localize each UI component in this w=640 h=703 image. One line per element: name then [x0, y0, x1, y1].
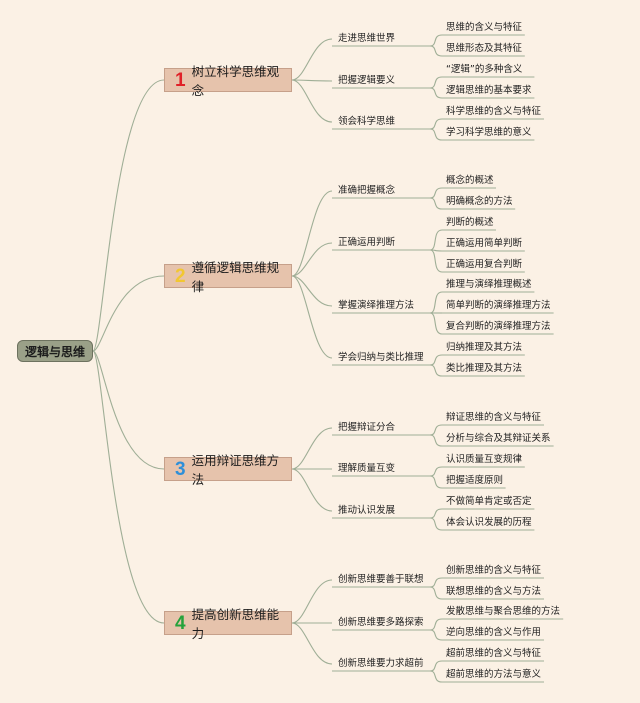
- leaf-topic: 超前思维的方法与意义: [446, 669, 542, 680]
- subtopic: 准确把握概念: [338, 185, 396, 196]
- connector: [429, 508, 443, 519]
- subtopic: 走进思维世界: [338, 33, 396, 44]
- connector: [429, 354, 443, 366]
- connector: [429, 466, 443, 477]
- connector: [429, 197, 443, 210]
- connector: [291, 38, 333, 81]
- leaf-topic: 复合判断的演绎推理方法: [446, 321, 551, 332]
- leaf-topic: 概念的概述: [446, 175, 494, 186]
- branch-label: 运用辩证思维方法: [191, 453, 280, 487]
- connector: [429, 629, 443, 641]
- connector: [429, 517, 443, 531]
- subtopic: 把握逻辑要义: [338, 75, 396, 86]
- connector: [291, 275, 333, 307]
- connector: [92, 350, 165, 470]
- leaf-topic: 把握适度原则: [446, 475, 504, 486]
- connector: [291, 79, 333, 123]
- subtopic: 掌握演绎推理方法: [338, 300, 415, 311]
- subtopic: 创新思维要力求超前: [338, 658, 424, 669]
- subtopic: 学会归纳与类比推理: [338, 352, 424, 363]
- leaf-topic: 判断的概述: [446, 217, 494, 228]
- leaf-topic: 逆向思维的含义与作用: [446, 627, 542, 638]
- leaf-topic: 明确概念的方法: [446, 196, 513, 207]
- connector: [92, 350, 165, 624]
- subtopic: 领会科学思维: [338, 116, 396, 127]
- connector: [429, 424, 443, 436]
- connector: [429, 586, 443, 600]
- connector: [429, 128, 443, 141]
- leaf-topic: 科学思维的含义与特征: [446, 106, 542, 117]
- subtopic: 把握辩证分合: [338, 422, 396, 433]
- subtopic: 正确运用判断: [338, 237, 396, 248]
- branch-label: 提高创新思维能力: [191, 607, 280, 641]
- connector: [429, 76, 443, 89]
- connector: [291, 622, 333, 665]
- connector: [429, 577, 443, 588]
- connector: [429, 187, 443, 199]
- branch-label: 遵循逻辑思维规律: [191, 260, 280, 294]
- connector: [429, 660, 443, 672]
- branch-number: 4: [175, 612, 186, 634]
- connector: [291, 427, 333, 470]
- connector: [429, 434, 443, 447]
- connector: [429, 45, 443, 57]
- leaf-topic: “逻辑”的多种含义: [446, 64, 523, 75]
- leaf-topic: 学习科学思维的意义: [446, 127, 532, 138]
- connector: [429, 249, 443, 273]
- connector: [429, 475, 443, 489]
- branch-number: 2: [175, 265, 186, 287]
- connector: [429, 618, 443, 631]
- leaf-topic: 不做简单肯定或否定: [446, 496, 532, 507]
- subtopic: 创新思维要多路探索: [338, 617, 424, 628]
- leaf-topic: 正确运用复合判断: [446, 259, 523, 270]
- connector: [291, 190, 333, 277]
- branch-label: 树立科学思维观念: [191, 64, 280, 98]
- connector: [429, 87, 443, 99]
- connector: [291, 79, 333, 82]
- connector: [291, 275, 333, 359]
- leaf-topic: 辩证思维的含义与特征: [446, 412, 542, 423]
- leaf-topic: 联想思维的含义与方法: [446, 586, 542, 597]
- leaf-topic: 体会认识发展的历程: [446, 517, 532, 528]
- root-label: 逻辑与思维: [24, 344, 85, 359]
- root-node: 逻辑与思维: [17, 340, 93, 362]
- branch-number: 1: [175, 69, 186, 91]
- branch-number: 3: [175, 458, 186, 480]
- leaf-topic: 思维的含义与特征: [446, 22, 523, 33]
- leaf-topic: 推理与演绎推理概述: [446, 279, 532, 290]
- connector: [92, 79, 165, 352]
- leaf-topic: 简单判断的演绎推理方法: [446, 300, 551, 311]
- leaf-topic: 认识质量互变规律: [446, 454, 523, 465]
- leaf-topic: 思维形态及其特征: [446, 43, 523, 54]
- connector: [429, 118, 443, 130]
- leaf-topic: 逻辑思维的基本要求: [446, 85, 532, 96]
- connector: [429, 670, 443, 683]
- leaf-topic: 发散思维与聚合思维的方法: [446, 606, 561, 617]
- leaf-topic: 归纳推理及其方法: [446, 342, 523, 353]
- connector: [429, 364, 443, 377]
- leaf-topic: 分析与综合及其辩证关系: [446, 433, 551, 444]
- leaf-topic: 创新思维的含义与特征: [446, 565, 542, 576]
- subtopic: 创新思维要善于联想: [338, 574, 424, 585]
- connector: [429, 34, 443, 47]
- connector: [429, 312, 443, 335]
- leaf-topic: 正确运用简单判断: [446, 238, 523, 249]
- connector: [291, 579, 333, 624]
- connector: [429, 229, 443, 251]
- subtopic: 推动认识发展: [338, 505, 396, 516]
- connector: [429, 291, 443, 314]
- subtopic: 理解质量互变: [338, 463, 396, 474]
- connector: [291, 468, 333, 512]
- connector: [291, 242, 333, 277]
- connector: [92, 275, 165, 352]
- leaf-topic: 类比推理及其方法: [446, 363, 523, 374]
- leaf-topic: 超前思维的含义与特征: [446, 648, 542, 659]
